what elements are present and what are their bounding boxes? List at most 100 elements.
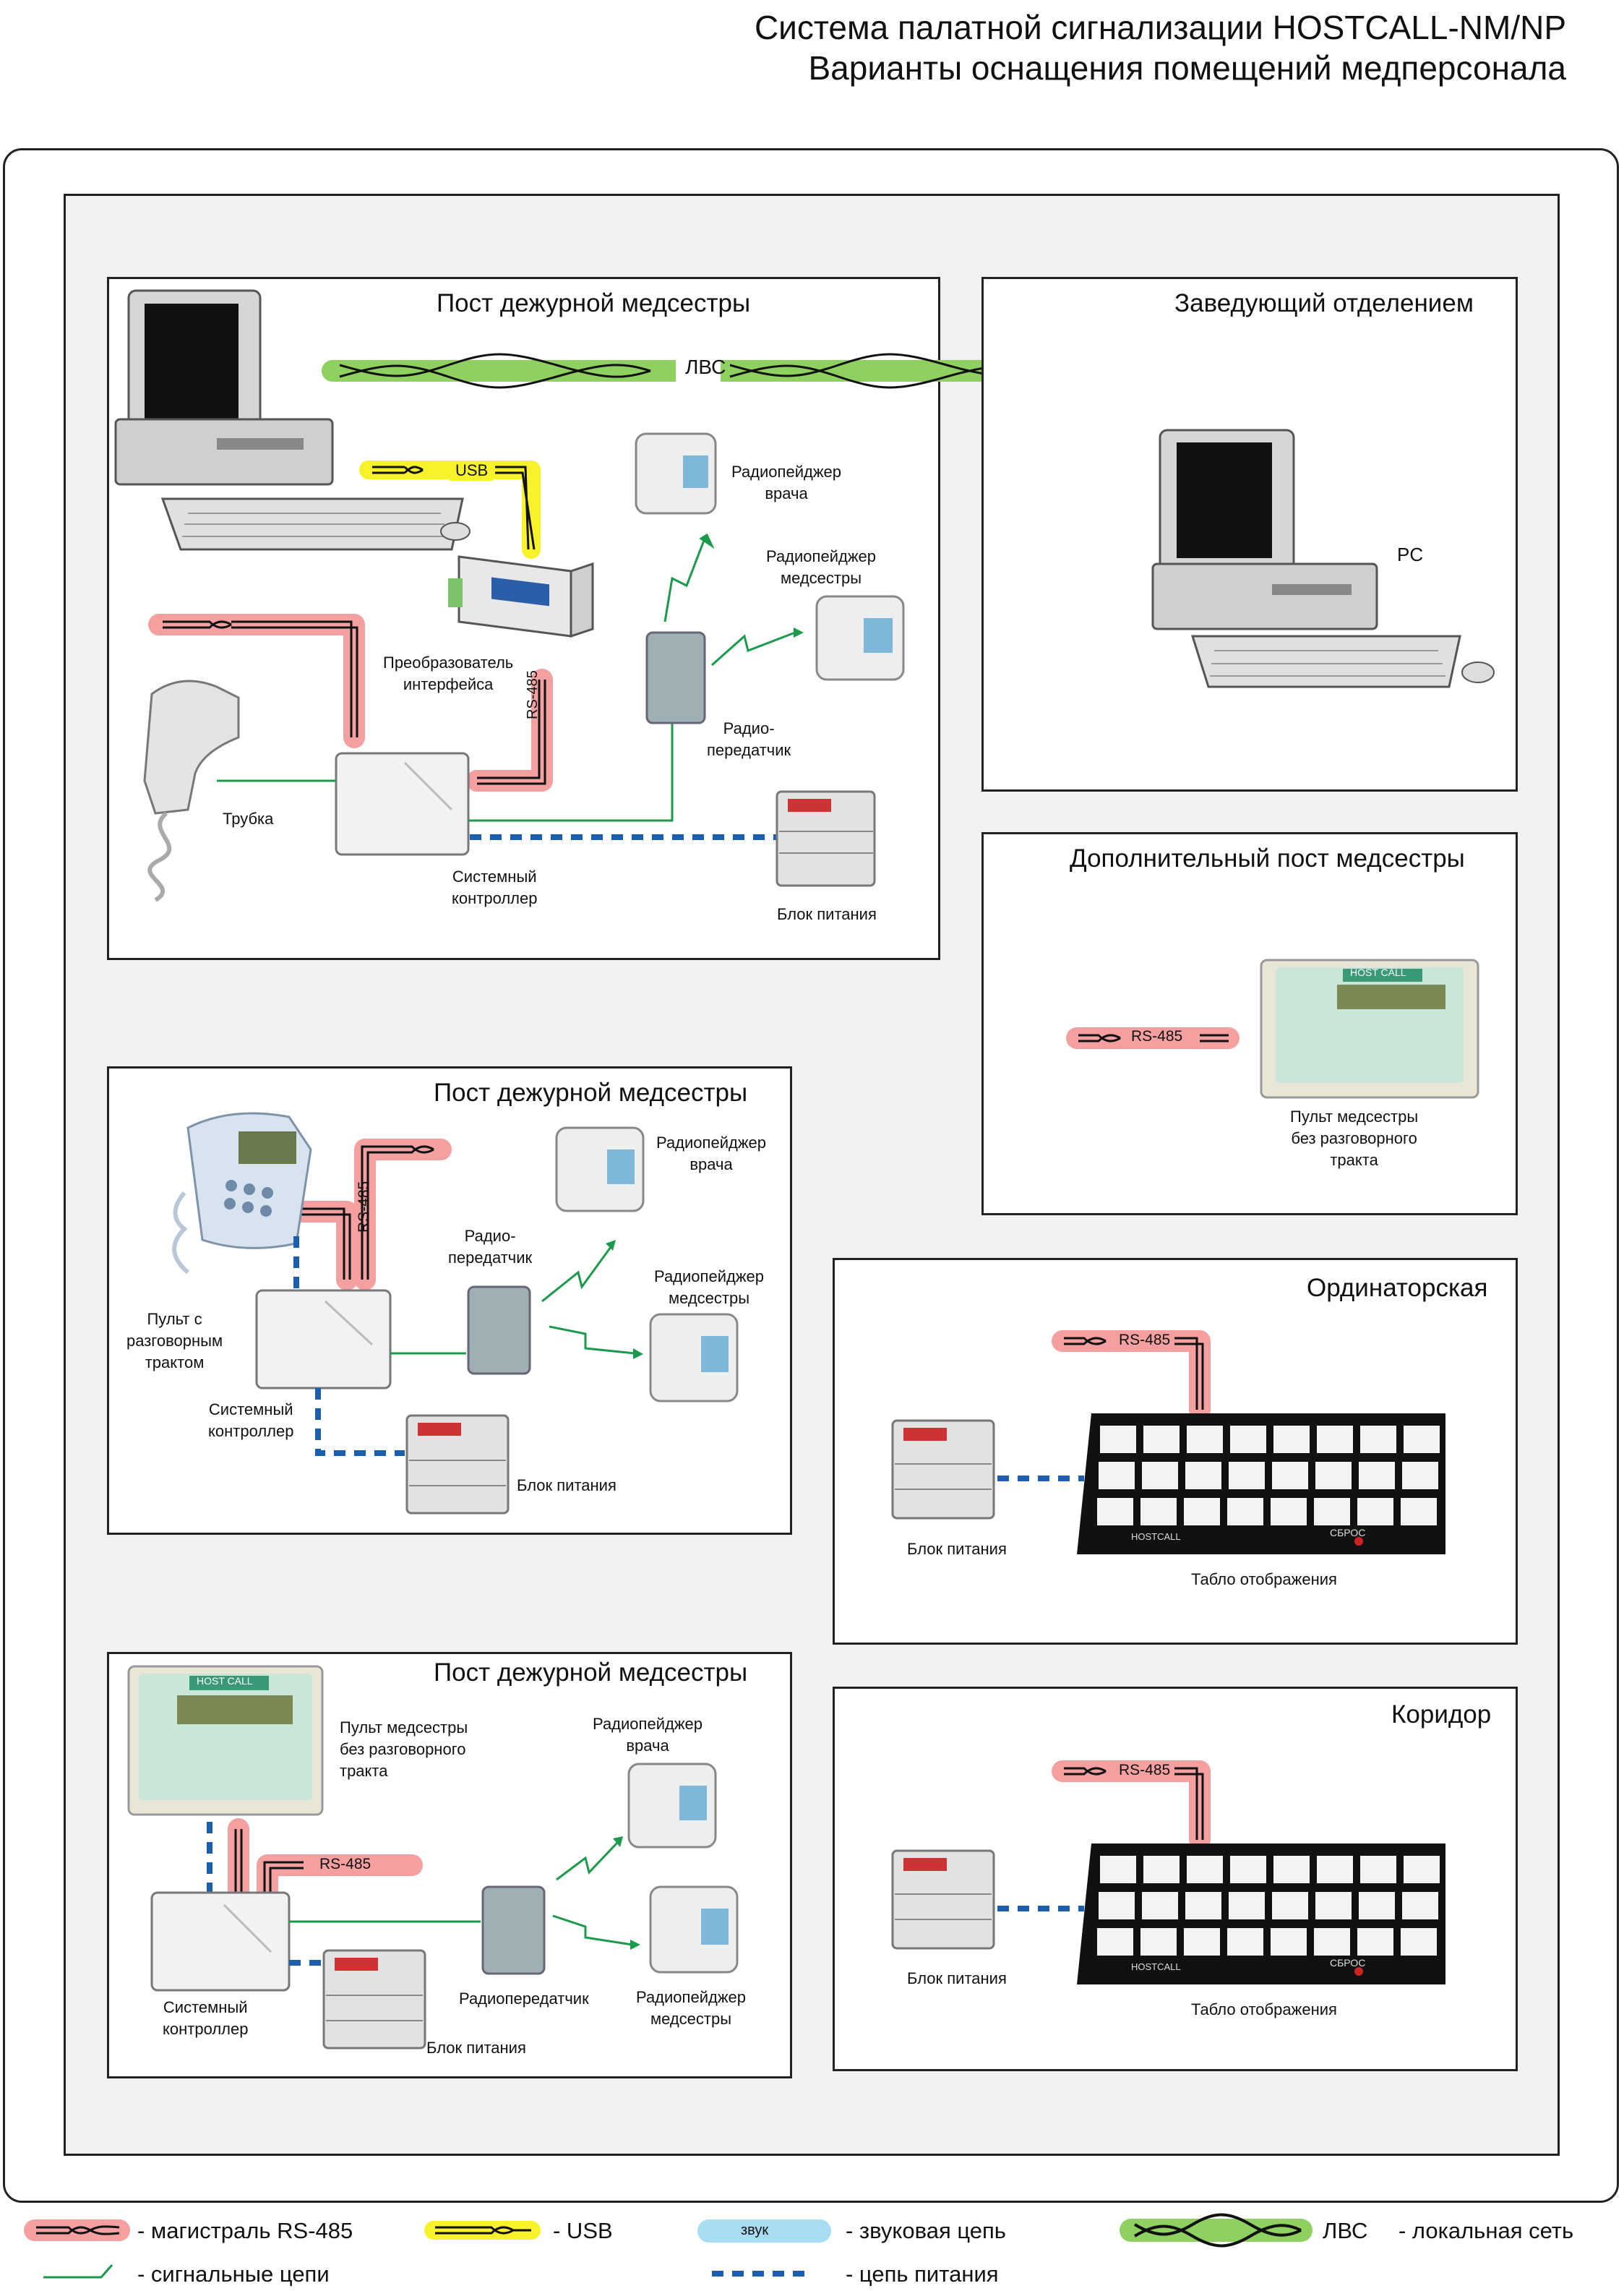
talk-console-label-line2: разговорным [126, 1332, 223, 1350]
display-reset-corridor: СБРОС [1330, 1957, 1366, 1969]
pager-nurse-label-3-line2: медсестры [650, 2010, 732, 2028]
console-brand-extra: HOST CALL [1350, 967, 1406, 978]
controller-label-2-line1: Системный [208, 1400, 293, 1418]
converter-label-line1: Преобразователь [383, 654, 514, 672]
radio-transmitter-icon-1 [645, 631, 706, 724]
rs485-label-post3: RS-485 [319, 1856, 371, 1872]
pager-doctor-icon-3 [627, 1763, 717, 1849]
legend-lvs-swatch [1120, 2213, 1312, 2248]
transmitter-label-3: Радиопередатчик [459, 1990, 589, 2008]
pager-doctor-label-3-line1: Радиопейджер [593, 1715, 703, 1733]
controller-label-1: Системный контроллер [452, 866, 537, 909]
radio-transmitter-icon-2 [467, 1285, 531, 1375]
panel-ordinator-title: Ординаторская [1307, 1274, 1488, 1302]
nurse-console-icon-post3 [127, 1665, 324, 1816]
panel-corridor-title: Коридор [1391, 1700, 1492, 1729]
computer-1-icon [114, 289, 471, 551]
system-controller-icon-2 [255, 1289, 392, 1389]
controller-label-2: Системный контроллер [208, 1399, 293, 1442]
controller-label-3: Системный контроллер [163, 1997, 248, 2040]
legend-sound-tag: звук [741, 2222, 769, 2238]
lvs-label: ЛВС [685, 356, 726, 378]
nurse-console-icon-extra [1260, 959, 1479, 1099]
talk-console-label-line1: Пульт с [147, 1310, 202, 1328]
legend-lvs-tag: ЛВС [1323, 2218, 1368, 2243]
power-supply-icon-2 [405, 1414, 510, 1515]
transmitter-label-2-line1: Радио- [464, 1227, 516, 1245]
console-label-post3-line2: без разговорного [340, 1740, 466, 1758]
transmitter-label-1-line1: Радио- [723, 719, 775, 737]
legend-sound-swatch [697, 2219, 831, 2243]
system-controller-icon-1 [335, 752, 470, 856]
handset-label: Трубка [223, 810, 274, 828]
handset-icon [143, 680, 240, 902]
radio-transmitter-icon-3 [481, 1885, 546, 1975]
display-label-corridor: Табло отображения [1191, 2000, 1337, 2018]
controller-label-2-line2: контроллер [208, 1422, 294, 1440]
pager-doctor-label-3: Радиопейджер врача [593, 1713, 703, 1757]
console-brand-post3: HOST CALL [197, 1675, 253, 1687]
pager-nurse-label-2-line1: Радиопейджер [654, 1267, 765, 1285]
controller-label-1-line2: контроллер [452, 889, 538, 907]
power-label-corridor: Блок питания [907, 1969, 1007, 1987]
display-reset-ordinator: СБРОС [1330, 1527, 1366, 1538]
rs485-label-ordinator: RS-485 [1119, 1332, 1171, 1348]
rs485-cable-corridor [1052, 1760, 1211, 1851]
system-controller-icon-3 [150, 1891, 291, 1992]
pager-nurse-icon-3 [649, 1885, 739, 1974]
display-brand-ordinator: HOSTCALL [1131, 1531, 1181, 1542]
power-label-2: Блок питания [517, 1476, 616, 1494]
power-line-post2 [293, 1236, 405, 1456]
controller-label-3-line1: Системный [163, 1998, 248, 2016]
usb-label: USB [455, 461, 489, 479]
console-label-post3-line1: Пульт медсестры [340, 1718, 468, 1737]
display-label-ordinator: Табло отображения [1191, 1570, 1337, 1588]
panel-nurse-post-1-title: Пост дежурной медсестры [437, 289, 751, 317]
talk-console-label-line3: трактом [145, 1353, 205, 1371]
console-label-post3: Пульт медсестры без разговорного тракта [340, 1717, 468, 1782]
power-supply-icon-ordinator [891, 1419, 995, 1520]
legend-usb-swatch [424, 2221, 541, 2240]
console-label-extra: Пульт медсестры без разговорного тракта [1290, 1106, 1418, 1171]
pager-nurse-label-3-line1: Радиопейджер [636, 1988, 747, 2006]
controller-label-1-line1: Системный [452, 868, 537, 886]
rs485-cable-post1-top [148, 614, 365, 748]
power-supply-icon-3 [322, 1949, 426, 2050]
panel-nurse-post-3-title: Пост дежурной медсестры [434, 1658, 748, 1687]
pager-doctor-label-1: Радиопейджер врача [731, 461, 841, 505]
transmitter-label-2-line2: передатчик [448, 1249, 533, 1267]
pager-nurse-icon-2 [649, 1313, 739, 1403]
panel-nurse-post-2-title: Пост дежурной медсестры [434, 1079, 748, 1107]
legend-signal-swatch [43, 2264, 113, 2279]
console-label-extra-line1: Пульт медсестры [1290, 1108, 1419, 1126]
converter-label: Преобразователь интерфейса [383, 652, 513, 695]
transmitter-label-1-line2: передатчик [707, 741, 791, 759]
panel-head-title: Заведующий отделением [1174, 289, 1474, 317]
pc-label: PC [1397, 544, 1424, 565]
pager-doctor-icon-2 [555, 1126, 645, 1212]
rs485-label-extra: RS-485 [1131, 1028, 1183, 1045]
pager-doctor-label-1-line1: Радиопейджер [731, 463, 842, 481]
pager-doctor-label-3-line2: врача [626, 1737, 669, 1755]
page-title-line2: Варианты оснащения помещений медперсонал… [808, 49, 1566, 87]
pager-nurse-label-1-line2: медсестры [780, 569, 862, 587]
console-label-post3-line3: тракта [340, 1762, 388, 1780]
power-label-ordinator: Блок питания [907, 1540, 1007, 1558]
pager-nurse-label-2-line2: медсестры [668, 1289, 750, 1307]
signal-line-transmitter [468, 723, 674, 822]
panel-extra-post-title: Дополнительный пост медсестры [1070, 844, 1465, 873]
pager-nurse-label-2: Радиопейджер медсестры [654, 1266, 764, 1309]
talk-console-label: Пульт с разговорным трактом [126, 1309, 223, 1374]
pager-nurse-label-3: Радиопейджер медсестры [636, 1987, 746, 2030]
display-brand-corridor: HOSTCALL [1131, 1961, 1181, 1972]
legend-signal-text: - сигнальные цепи [137, 2261, 330, 2287]
pager-doctor-label-1-line2: врача [765, 484, 808, 502]
rs485-cable-post3 [228, 1818, 423, 1905]
console-label-extra-line2: без разговорного [1291, 1129, 1417, 1147]
computer-2-icon [1151, 429, 1495, 688]
